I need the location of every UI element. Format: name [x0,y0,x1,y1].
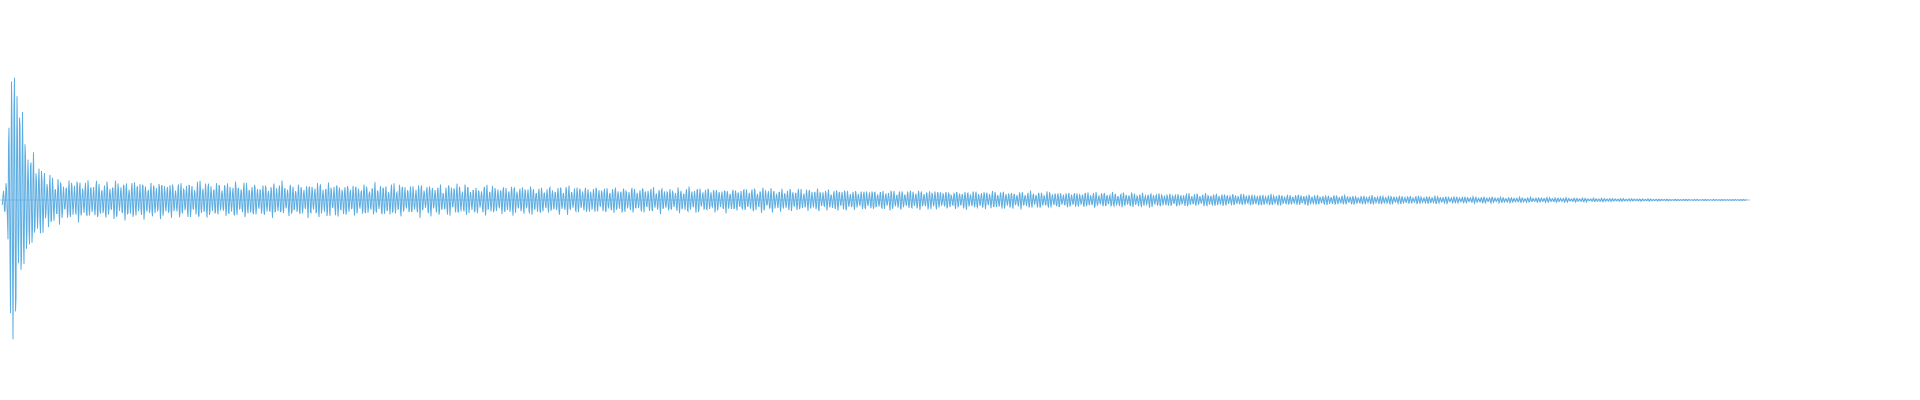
waveform-trace [1,77,1748,340]
